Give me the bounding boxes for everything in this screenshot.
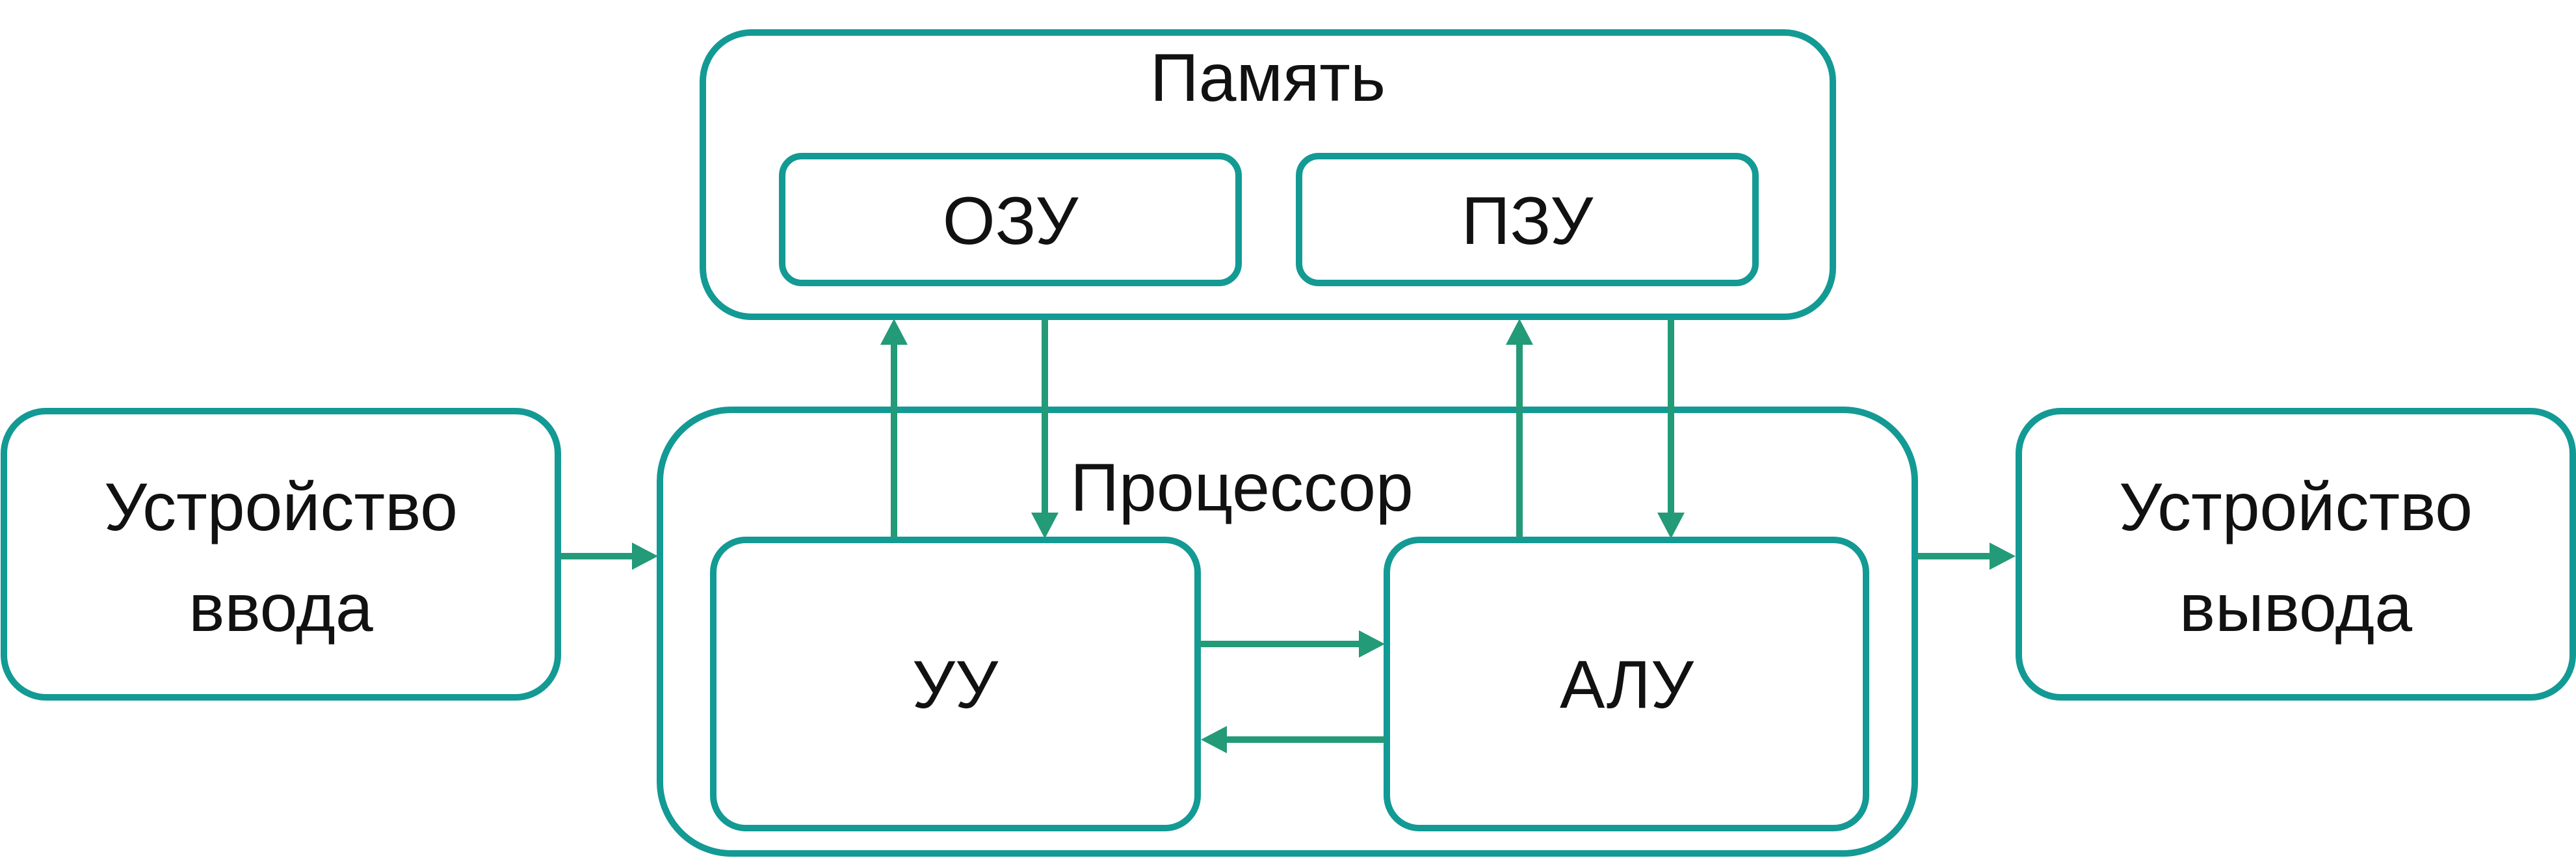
processor-title: Процессор: [1070, 450, 1413, 526]
rom-block: ПЗУ: [1296, 153, 1759, 286]
alu-block: АЛУ: [1384, 537, 1869, 831]
control-unit-block: УУ: [710, 537, 1201, 831]
rom-label: ПЗУ: [1462, 183, 1594, 259]
input-device-block: Устройство ввода: [1, 408, 561, 701]
alu-label: АЛУ: [1560, 647, 1694, 723]
memory-title: Память: [1150, 40, 1386, 116]
arrow-ram-to-control-unit: [1031, 319, 1058, 539]
arrow-input-to-processor: [560, 543, 658, 570]
arrow-control-unit-to-alu: [1200, 630, 1385, 658]
arrow-processor-to-output: [1918, 543, 2016, 570]
alu-box: [1384, 537, 1869, 831]
memory-block: Память ОЗУ ПЗУ: [700, 29, 1836, 320]
input-device-box: [1, 408, 561, 701]
control-unit-label: УУ: [912, 647, 999, 723]
input-device-label-line1: Устройство: [104, 470, 458, 545]
ram-label: ОЗУ: [943, 183, 1079, 259]
arrow-alu-to-control-unit: [1201, 726, 1385, 753]
ram-box: [779, 153, 1242, 286]
ram-block: ОЗУ: [779, 153, 1242, 286]
arrow-rom-to-alu: [1657, 319, 1685, 539]
output-device-label-line2: вывода: [2179, 570, 2412, 646]
input-device-label-line2: ввода: [189, 570, 373, 646]
output-device-block: Устройство вывода: [2016, 408, 2576, 701]
rom-box: [1296, 153, 1759, 286]
output-device-box: [2016, 408, 2576, 701]
processor-block: Процессор УУ АЛУ: [657, 407, 1918, 857]
arrow-control-unit-to-ram: [880, 319, 908, 539]
arrow-alu-to-rom: [1506, 319, 1533, 539]
control-unit-box: [710, 537, 1201, 831]
output-device-label-line1: Устройство: [2119, 470, 2473, 545]
